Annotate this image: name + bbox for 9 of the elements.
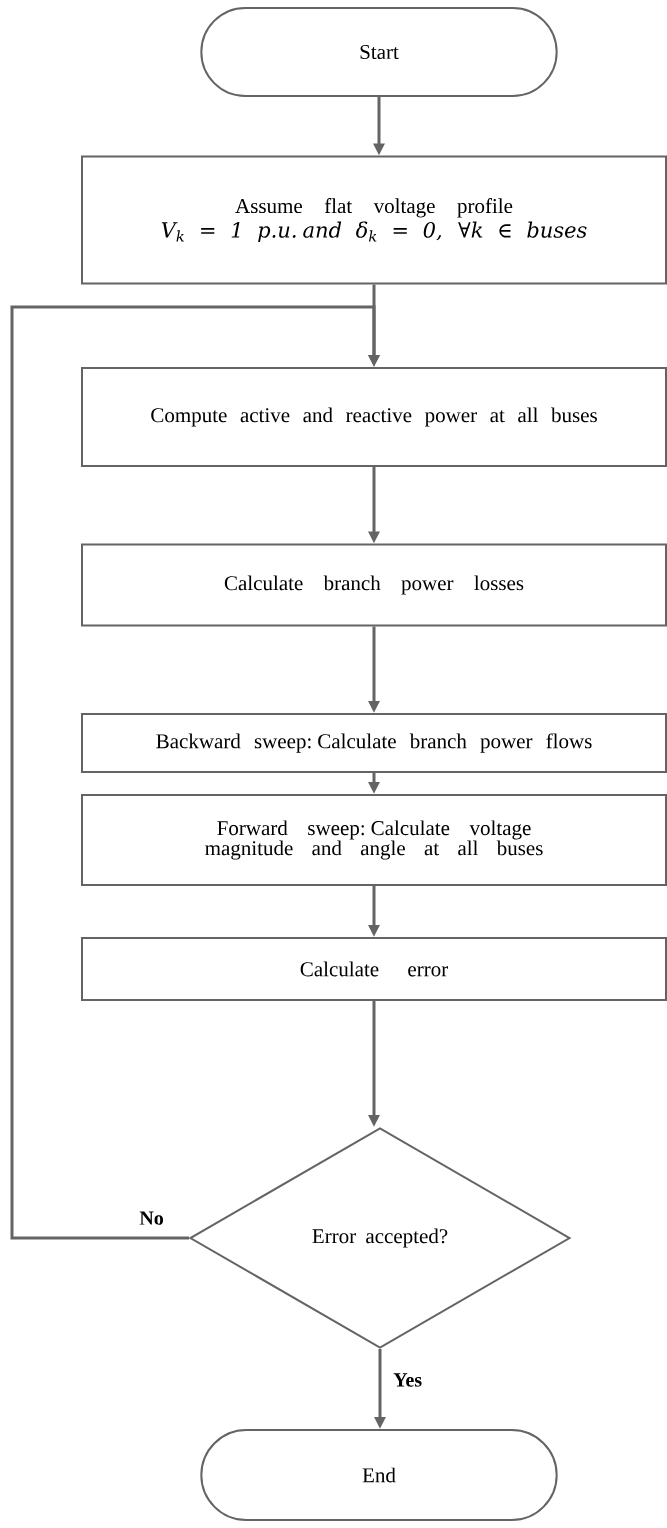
arrow — [10, 305, 380, 1240]
edge-label: No — [138, 1210, 165, 1226]
process-box: Assume flat voltage profile V$_{k}$ = 1 p.u. and δ$_{k}$ = 0, ∀k ∈ buses — [81, 155, 667, 285]
process-box: Calculate error — [81, 937, 667, 1001]
edge-label: Yes — [392, 1372, 424, 1388]
process-box: Compute active and reactive power at all buses — [81, 367, 667, 467]
process-box: Calculate branch power losses — [81, 543, 667, 627]
process-box: Forward sweep: Calculate voltage magnitude and angle at all buses — [81, 794, 667, 886]
process-box: Backward sweep: Calculate branch power flows — [81, 713, 667, 773]
